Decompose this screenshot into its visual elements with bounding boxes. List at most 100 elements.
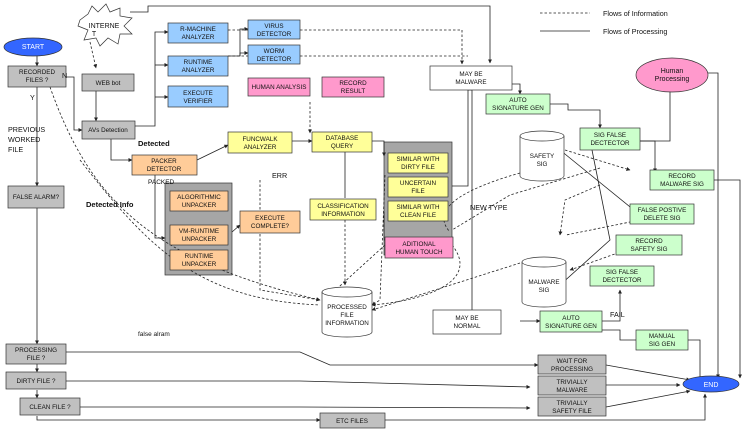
algorithmic-unpacker-node: ALGORITHMIC UNPACKER <box>169 190 229 212</box>
clean-file-label: CLEAN FILE ? <box>29 404 71 411</box>
uncertain-file-label-1: UNCERTAIN <box>400 180 437 187</box>
fail-label: FAIL <box>610 310 625 319</box>
r-machine-analyzer-node: R-MACHINE ANALYZER <box>167 22 229 44</box>
processing-file-label-1: PROCESSING <box>15 347 57 354</box>
may-be-malware-node: MAY BE MALWARE <box>429 65 513 91</box>
funcwalk-analyzer-label-2: ANALYZER <box>244 144 277 151</box>
human-analysis-label: HUMAN ANALYSIS <box>252 84 307 91</box>
previous-worked-file-label-2: WORKED <box>8 135 40 144</box>
web-bot-label: WEB bot <box>96 80 121 87</box>
malware-sig-db: MALWARE SIG <box>521 256 567 308</box>
etc-files-node: ETC FILES <box>319 412 386 429</box>
processing-file-label-2: FILE ? <box>27 355 46 362</box>
runtime-unpacker-label-2: UNPACKER <box>182 261 217 268</box>
human-processing-label-2: Processing <box>655 76 690 83</box>
trivially-safety-file-label-1: TRIVIALLY <box>556 400 588 407</box>
auto-signature-gen-top-label-2: SIGNATURE GEN <box>492 105 544 112</box>
auto-signature-gen-top-label-1: AUTO <box>509 97 526 104</box>
dirty-file-node: DIRTY FILE ? <box>5 371 67 390</box>
sig-false-detector-bottom-label-2: DECTECTOR <box>602 277 642 284</box>
may-be-normal-label-1: MAY BE <box>455 315 478 322</box>
auto-signature-gen-top-node: AUTO SIGNATURE GEN <box>485 93 551 115</box>
internet-label-2: T <box>92 31 97 38</box>
n-label: N <box>62 71 67 80</box>
human-processing-node: Human Processing <box>635 57 709 93</box>
false-alarm-label: FALSE ALARM? <box>13 194 60 201</box>
detected-info-label: Detected Info <box>86 200 134 209</box>
false-positive-delete-label-2: DELETE SIG <box>643 215 680 222</box>
start-node: START <box>3 37 63 57</box>
err-label: ERR <box>272 171 287 180</box>
auto-signature-gen-bottom-node: AUTO SIGNATURE GEN <box>539 310 603 333</box>
worm-detector-label-1: WORM <box>264 48 285 55</box>
virus-detector-node: VIRUS DETECTOR <box>247 19 301 40</box>
vm-runtime-unpacker-node: VM-RUNTIME UNPACKER <box>169 224 229 246</box>
trivially-malware-node: TRIVIALLY MALWARE <box>537 375 607 396</box>
uncertain-file-node: UNCERTAIN FILE <box>387 176 449 198</box>
worm-detector-label-2: DETECTOR <box>257 56 292 63</box>
recorded-files-label-1: RECORDED <box>19 69 55 76</box>
database-query-node: DATABASE QUERY <box>311 131 373 153</box>
worm-detector-node: WORM DETECTOR <box>247 44 301 65</box>
uncertain-file-label-2: FILE <box>411 188 424 195</box>
sig-false-detector-top-label-2: DECTECTOR <box>590 140 630 147</box>
similar-dirty-label-2: DIRTY FILE <box>401 164 435 171</box>
legend: Flows of Information Flows of Processing <box>540 9 668 36</box>
similar-dirty-node: SIMILAR WITH DIRTY FILE <box>387 152 449 174</box>
wait-for-processing-node: WAIT FOR PROCESSING <box>537 354 607 375</box>
processed-file-info-label-2: FILE <box>340 312 353 319</box>
dirty-file-label: DIRTY FILE ? <box>17 378 56 385</box>
execute-verifier-label-2: VERIFIER <box>183 98 212 105</box>
classification-info-label-2: INFORMATION <box>321 211 365 218</box>
manual-sig-gen-label-1: MANUAL <box>649 333 676 340</box>
sig-false-detector-bottom-node: SIG FALSE DECTECTOR <box>589 265 655 287</box>
processed-file-info-label-3: INFORMATION <box>325 320 369 327</box>
may-be-malware-label-1: MAY BE <box>459 71 482 78</box>
wait-for-processing-label-1: WAIT FOR <box>557 358 588 365</box>
record-malware-sig-label-2: MALWARE SIG <box>660 181 704 188</box>
auto-signature-gen-bottom-label-1: AUTO <box>562 315 579 322</box>
trivially-safety-file-label-2: SAFETY FILE <box>552 408 591 415</box>
algorithmic-unpacker-label-2: UNPACKER <box>182 202 217 209</box>
trivially-malware-label-2: MALWARE <box>556 387 587 394</box>
new-type-label: NEW TYPE <box>470 203 508 212</box>
safety-sig-db: SAFETY SIG <box>519 130 565 182</box>
virus-detector-label-1: VIRUS <box>264 23 283 30</box>
runtime-analyzer-label-2: ANALYZER <box>182 67 215 74</box>
execute-complete-node: EXECUTE COMPLETE? <box>239 210 301 234</box>
r-machine-analyzer-label-1: R-MACHINE <box>180 26 216 33</box>
sig-false-detector-top-label-1: SIG FALSE <box>594 132 626 139</box>
execute-complete-label-1: EXECUTE <box>255 215 285 222</box>
false-positive-delete-label-1: FALSE POSTIVE <box>638 207 687 214</box>
auto-signature-gen-bottom-label-2: SIGNATURE GEN <box>545 323 597 330</box>
internet-node: INTERNE T <box>77 3 133 47</box>
execute-verifier-label-1: EXECUTE <box>183 90 213 97</box>
trivially-safety-file-node: TRIVIALLY SAFETY FILE <box>537 396 607 417</box>
r-machine-analyzer-label-2: ANALYZER <box>182 34 215 41</box>
manual-sig-gen-label-2: SIG GEN <box>649 341 676 348</box>
sig-false-detector-top-node: SIG FALSE DECTECTOR <box>579 127 641 151</box>
similar-clean-label-1: SIMILAR WITH <box>396 204 439 211</box>
may-be-normal-label-2: NORMAL <box>454 323 481 330</box>
web-bot-node: WEB bot <box>81 73 135 92</box>
packer-detector-label-1: PACKER <box>151 158 177 165</box>
aditional-human-touch-label-2: HUMAN TOUCH <box>396 249 443 256</box>
may-be-malware-label-2: MALWARE <box>455 79 486 86</box>
safety-sig-label-2: SIG <box>537 161 548 168</box>
runtime-unpacker-node: RUNTIME UNPACKER <box>169 249 229 271</box>
etc-files-label: ETC FILES <box>336 418 368 425</box>
algorithmic-unpacker-label-1: ALGORITHMIC <box>177 194 221 201</box>
start-label: START <box>22 44 45 51</box>
processing-file-node: PROCESSING FILE ? <box>5 343 67 365</box>
internet-label-1: INTERNE <box>89 23 120 30</box>
record-result-node: RECORD RESULT <box>321 76 385 98</box>
human-processing-label-1: Human <box>661 68 684 75</box>
malware-sig-label-1: MALWARE <box>528 279 559 286</box>
safety-sig-label-1: SAFETY <box>530 153 555 160</box>
end-node: END <box>682 375 740 393</box>
processing-flows <box>35 5 742 422</box>
processed-file-info-label-1: PROCESSED <box>327 304 367 311</box>
detected-label: Detected <box>138 139 170 148</box>
end-label: END <box>704 382 719 389</box>
